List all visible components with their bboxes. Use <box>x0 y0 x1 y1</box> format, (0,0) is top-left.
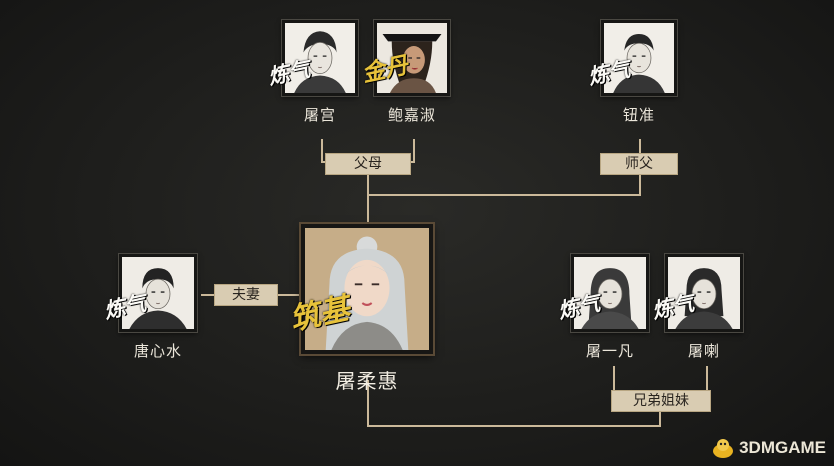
watermark: 3DMGAME <box>711 436 826 460</box>
character-face-icon <box>122 257 194 329</box>
portrait-main-character[interactable] <box>301 224 433 354</box>
name-niu-zhun: 钮准 <box>622 106 655 124</box>
name-tang-xinshui: 唐心水 <box>133 342 182 360</box>
watermark-text: 3DMGAME <box>739 438 826 457</box>
name-main-character: 屠柔惠 <box>335 369 399 393</box>
3dm-logo-icon <box>713 439 734 458</box>
portrait-tu-gong[interactable] <box>282 20 358 96</box>
character-face-icon <box>305 228 429 350</box>
portrait-tang-xinshui[interactable] <box>119 254 197 332</box>
character-face-icon <box>377 23 447 93</box>
character-face-icon <box>574 257 646 329</box>
name-tu-la: 屠喇 <box>687 342 720 360</box>
name-tu-gong: 屠宫 <box>303 106 336 124</box>
name-tu-yifan: 屠一凡 <box>585 342 634 360</box>
character-face-icon <box>604 23 674 93</box>
character-face-icon <box>285 23 355 93</box>
character-face-icon <box>668 257 740 329</box>
relation-label-master: 师父 <box>601 154 677 174</box>
portrait-tu-yifan[interactable] <box>571 254 649 332</box>
portrait-tu-la[interactable] <box>665 254 743 332</box>
relation-label-spouse: 夫妻 <box>215 285 277 305</box>
relation-label-parents: 父母 <box>326 154 410 174</box>
relation-label-siblings: 兄弟姐妹 <box>612 391 710 411</box>
portrait-niu-zhun[interactable] <box>601 20 677 96</box>
portrait-bao-jiashu[interactable] <box>374 20 450 96</box>
name-bao-jiashu: 鲍嘉淑 <box>387 106 436 124</box>
